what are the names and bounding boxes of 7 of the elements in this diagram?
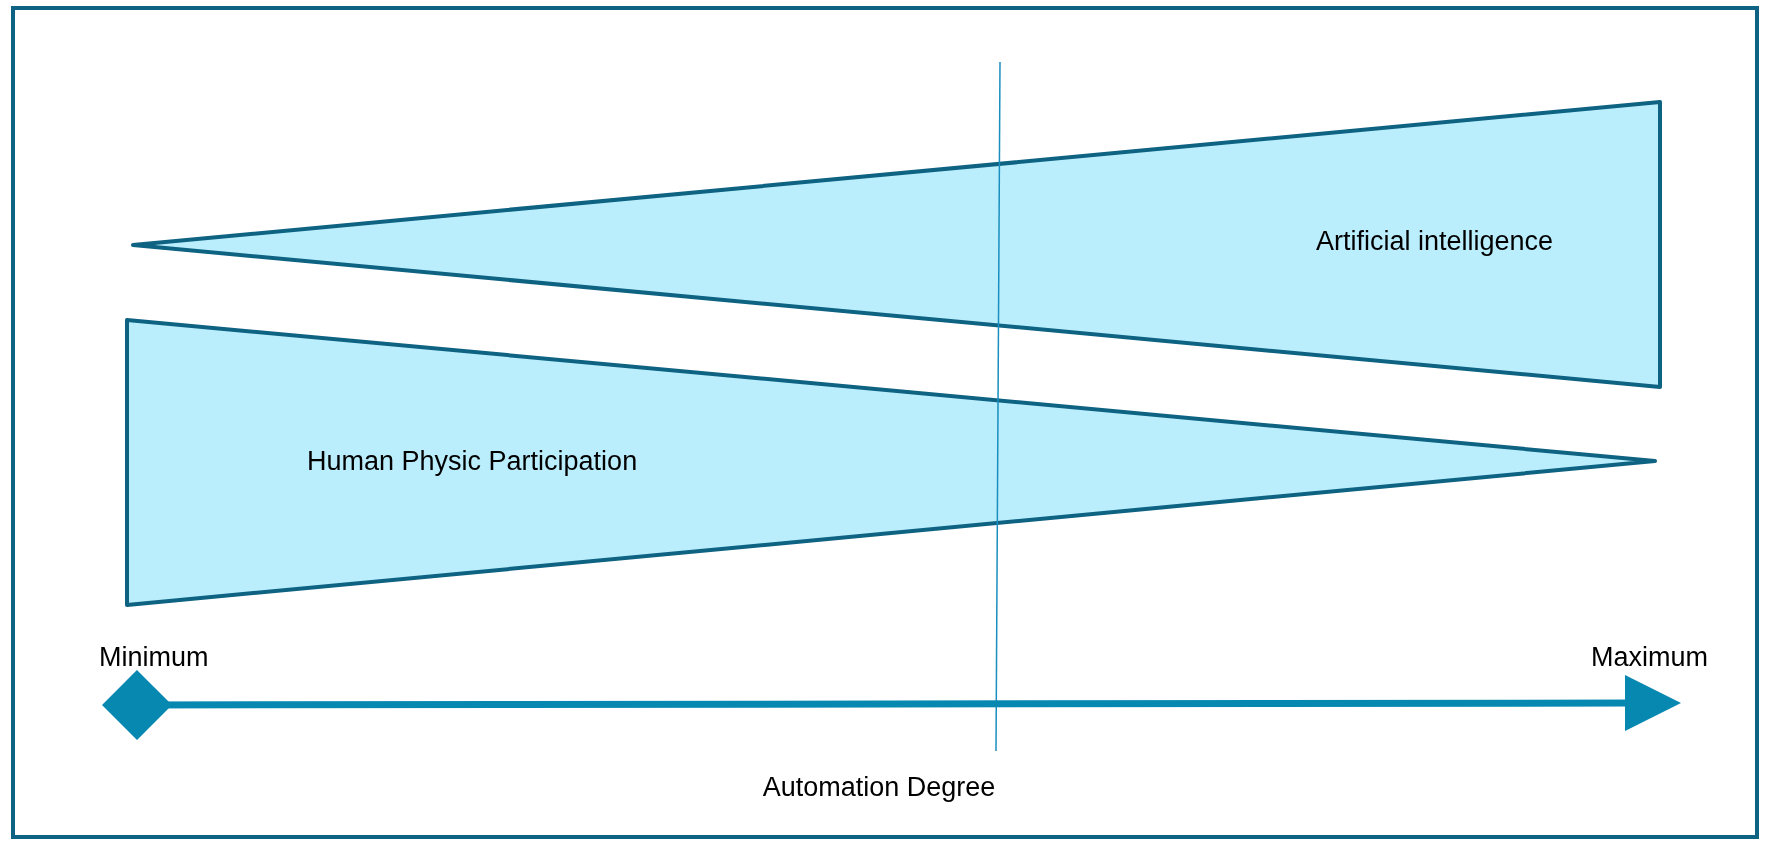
wedge-label: Artificial intelligence (1316, 226, 1554, 257)
axis-title: Automation Degree (762, 772, 996, 803)
axis-min-label: Minimum (99, 642, 209, 673)
wedge-shape (125, 318, 1658, 608)
wedge-label: Human Physic Participation (307, 446, 638, 477)
wedge-shape (131, 100, 1663, 390)
axis-max-label: Maximum (1591, 642, 1708, 673)
